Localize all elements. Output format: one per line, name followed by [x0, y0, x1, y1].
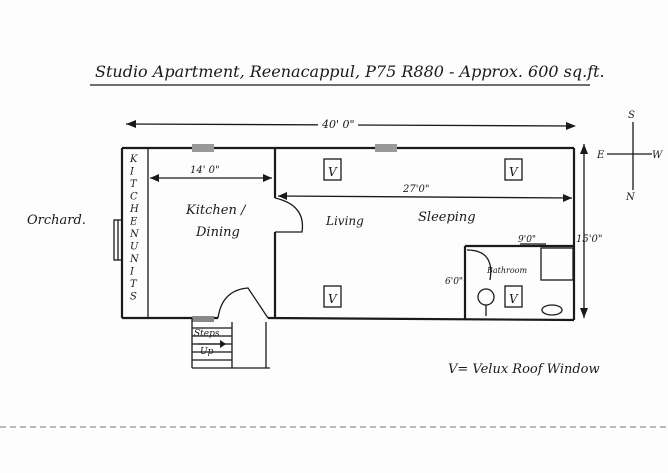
- overall-depth-label: 15'0": [576, 234, 602, 245]
- kitchen-width-label: 14' 0": [190, 165, 220, 176]
- living-label: Living: [325, 214, 364, 228]
- sleeping-label: Sleeping: [418, 210, 476, 225]
- svg-text:V: V: [328, 292, 338, 306]
- kitchen-units-letter: E: [129, 217, 138, 228]
- svg-text:V: V: [328, 165, 338, 179]
- living-width-label: 27'0": [402, 184, 429, 195]
- svg-text:V: V: [509, 292, 519, 306]
- outer-wall-bottom-right: [267, 316, 575, 322]
- compass-w: W: [652, 150, 663, 161]
- velux-window-4: V: [504, 285, 523, 308]
- kitchen-units-letter: C: [130, 192, 138, 203]
- svg-text:V: V: [509, 165, 519, 179]
- kitchen-units-letter: U: [130, 242, 139, 253]
- kitchen-units-letter: N: [129, 229, 140, 240]
- velux-window-3: V: [323, 285, 342, 308]
- overall-width-label: 40' 0": [321, 118, 355, 131]
- bathroom-shower: [540, 247, 574, 281]
- compass-icon: S N E W: [596, 110, 663, 203]
- kitchen-units-letter: I: [129, 167, 135, 178]
- steps-label-line1: Steps: [194, 329, 220, 339]
- entrance-door-swing: [217, 287, 269, 319]
- overall-width-arrowhead-left: [126, 120, 136, 128]
- kitchen-units-letter: T: [130, 179, 138, 190]
- plan-title: Studio Apartment, Reenacappul, P75 R880 …: [95, 62, 605, 81]
- velux-window-2: V: [504, 158, 523, 181]
- kitchen-label-line2: Dining: [195, 225, 240, 240]
- living-width-arrow: [277, 195, 573, 199]
- kitchen-units-letter: I: [129, 267, 135, 278]
- compass-e: E: [596, 150, 605, 161]
- compass-s: S: [628, 110, 635, 121]
- bathroom-depth-label: 6'0": [445, 277, 463, 287]
- overall-width-arrowhead-right: [566, 122, 576, 130]
- kitchen-units-letter: K: [129, 154, 138, 165]
- internal-door-swing: [274, 197, 304, 233]
- velux-window-1: V: [323, 158, 342, 181]
- kitchen-units-letter: H: [129, 204, 139, 215]
- orchard-label: Orchard.: [27, 213, 86, 228]
- bathroom-basin: [477, 288, 495, 306]
- steps-label-line2: Up: [200, 347, 214, 357]
- bathroom-door-swing: [466, 249, 492, 281]
- kitchen-units-letter: T: [130, 279, 138, 290]
- steps-arrow-icon: [220, 340, 226, 348]
- bathroom-wc: [541, 304, 563, 316]
- kitchen-label-line1: Kitchen /: [185, 203, 247, 218]
- compass-n: N: [625, 192, 636, 203]
- bathroom-label: Bathroom: [486, 266, 527, 275]
- kitchen-top-window: [192, 144, 214, 152]
- bathroom-width-label: 9'0": [518, 235, 536, 245]
- kitchen-units-letter: N: [129, 254, 140, 265]
- legend-velux: V= Velux Roof Window: [448, 362, 600, 377]
- living-top-window: [375, 144, 397, 152]
- kitchen-units-letter: S: [130, 292, 137, 303]
